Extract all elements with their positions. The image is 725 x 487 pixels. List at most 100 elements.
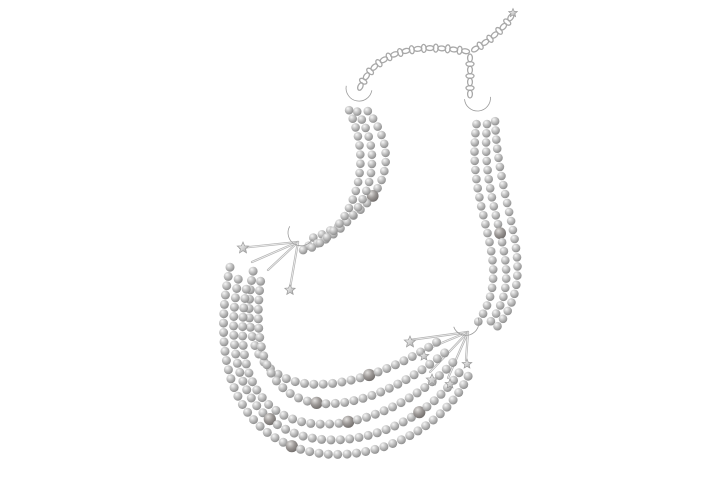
crescent-connectors [287,85,491,336]
pearl [396,435,406,445]
pearl [357,115,367,124]
pearl [352,415,362,425]
pearl [242,385,252,395]
crescent-shape [453,317,480,336]
pearl [358,393,368,403]
star-charm [461,358,473,369]
pearl [488,265,498,274]
pearl [499,180,508,190]
pearl [390,360,400,370]
rod-highlight [465,331,469,361]
pearl [501,283,510,293]
pearl [381,425,391,435]
pearl [388,402,398,412]
pearl [436,389,446,399]
pearl [249,415,258,425]
pearl [229,330,239,340]
pearl [492,135,501,144]
pearl [373,183,382,193]
accent-pearl [310,396,323,409]
pearl [488,274,498,283]
pearl [329,226,338,236]
pearl [482,156,492,166]
pearl [281,424,291,434]
pearl [334,418,344,428]
pearl [382,364,392,373]
pearl [503,306,512,316]
pearl [302,396,312,406]
pearl [474,317,483,326]
pearl [488,255,497,265]
pearl [266,368,276,378]
pearl [504,207,514,217]
accent-pearl [285,440,298,453]
pearl [348,210,358,220]
pearl [475,193,484,202]
pearl [230,293,240,303]
pearl [483,165,492,175]
pearl [390,421,400,431]
pearl [230,340,239,350]
pearl [318,379,328,389]
star-charm [507,7,519,18]
pearl [463,371,473,381]
pearl [471,165,480,175]
pearl [381,148,390,158]
pearl [485,237,494,247]
pearl [307,433,317,443]
pearl [238,331,248,341]
pearl [238,322,248,332]
pearl [482,301,492,310]
pearl [428,415,438,425]
pearl [229,321,239,331]
pearl [248,266,258,276]
pearl [370,444,380,454]
pearl [373,122,383,131]
pearl [481,138,491,147]
pearl [506,216,516,226]
pearl [353,177,363,187]
pearl [367,159,377,169]
pearl [473,183,483,193]
pearl [253,314,263,324]
pearl [388,439,398,448]
chain-link [466,53,474,63]
pearl [470,147,479,156]
pearl [340,211,349,221]
pearl [512,252,522,262]
pearl [305,447,315,457]
pearl [346,375,356,385]
crescent-shape [287,226,313,247]
pearl [372,428,382,438]
pearl [381,157,391,167]
pearl [296,444,306,454]
pearl [355,373,365,383]
pearl [499,246,509,256]
pearl [244,368,254,378]
pearl [340,397,350,407]
pearl [231,349,241,359]
accent-pearl [363,368,376,382]
pearl [476,202,486,211]
pearl [355,168,364,178]
pearl [362,186,371,196]
pearl [472,119,481,129]
pearl [298,431,308,441]
pearl [501,265,511,274]
pearl [508,225,518,235]
chain-link [495,26,504,35]
pearl [241,284,251,294]
pearl [219,337,229,347]
pearl [376,387,386,397]
pearl [220,290,230,300]
pearl [278,437,288,447]
pearl [494,153,503,163]
pearl [281,374,291,384]
pearl [493,219,503,229]
pearl [366,168,376,178]
connector-rods [238,240,470,380]
pearl [256,276,266,286]
pearl [315,238,325,248]
pearl [297,417,307,427]
pearl [300,378,309,388]
